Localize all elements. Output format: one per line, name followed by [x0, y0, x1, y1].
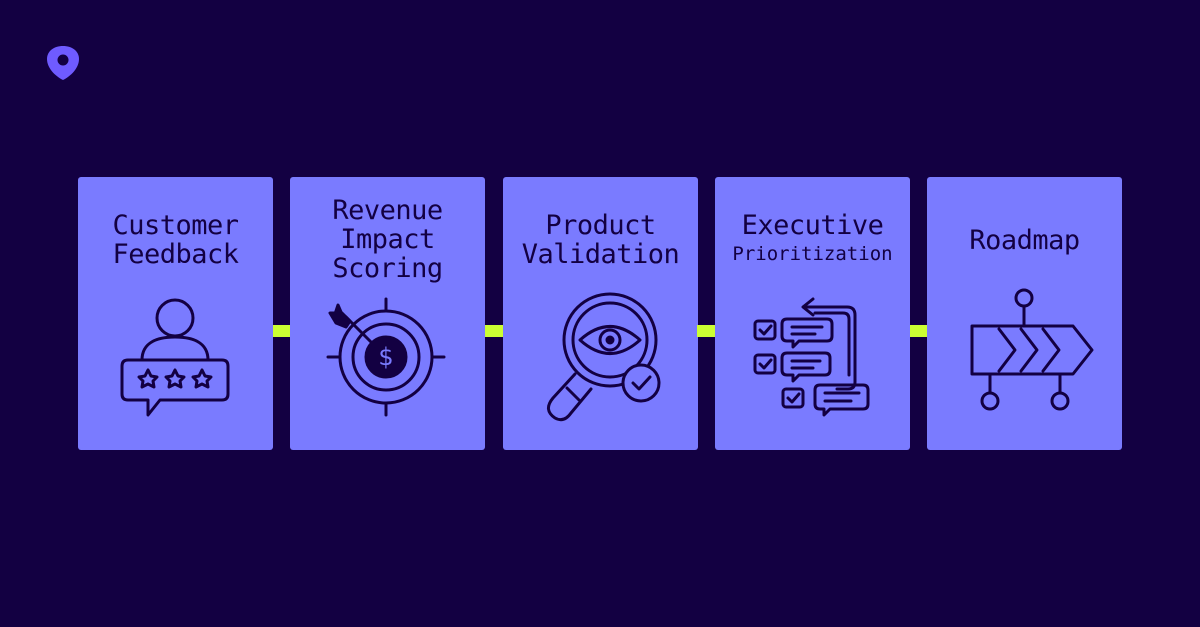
- step-label-line: Prioritization: [732, 243, 893, 265]
- step-card-customer-feedback: Customer Feedback: [78, 177, 273, 450]
- step-label: Executive Prioritization: [715, 211, 910, 269]
- checklist-icon: [753, 297, 870, 417]
- step-card-roadmap: Roadmap: [927, 177, 1122, 450]
- step-label-line: Impact: [340, 224, 435, 255]
- step-label: Customer Feedback: [78, 211, 273, 269]
- step-label-line: Roadmap: [969, 225, 1080, 256]
- user-rating-icon: [120, 298, 230, 417]
- magnifier-eye-icon: [547, 292, 661, 422]
- target-dollar-icon: $: [326, 297, 446, 417]
- roadmap-icon: [970, 288, 1094, 411]
- step-card-product-validation: Product Validation: [503, 177, 698, 450]
- step-label-line: Product: [545, 210, 656, 241]
- step-label: Roadmap: [927, 226, 1122, 255]
- step-card-executive-prioritization: Executive Prioritization: [715, 177, 910, 450]
- step-label-line: Executive: [741, 210, 884, 241]
- brand-logo-icon: [47, 46, 79, 80]
- svg-text:$: $: [378, 343, 393, 371]
- step-label-line: Validation: [521, 239, 680, 270]
- step-label-line: Revenue: [332, 195, 443, 226]
- step-label-line: Feedback: [112, 239, 239, 270]
- step-label-line: Customer: [112, 210, 239, 241]
- step-label-line: Scoring: [332, 253, 443, 284]
- step-label: Revenue Impact Scoring: [290, 196, 485, 283]
- step-label: Product Validation: [503, 211, 698, 269]
- step-card-revenue-impact-scoring: Revenue Impact Scoring $: [290, 177, 485, 450]
